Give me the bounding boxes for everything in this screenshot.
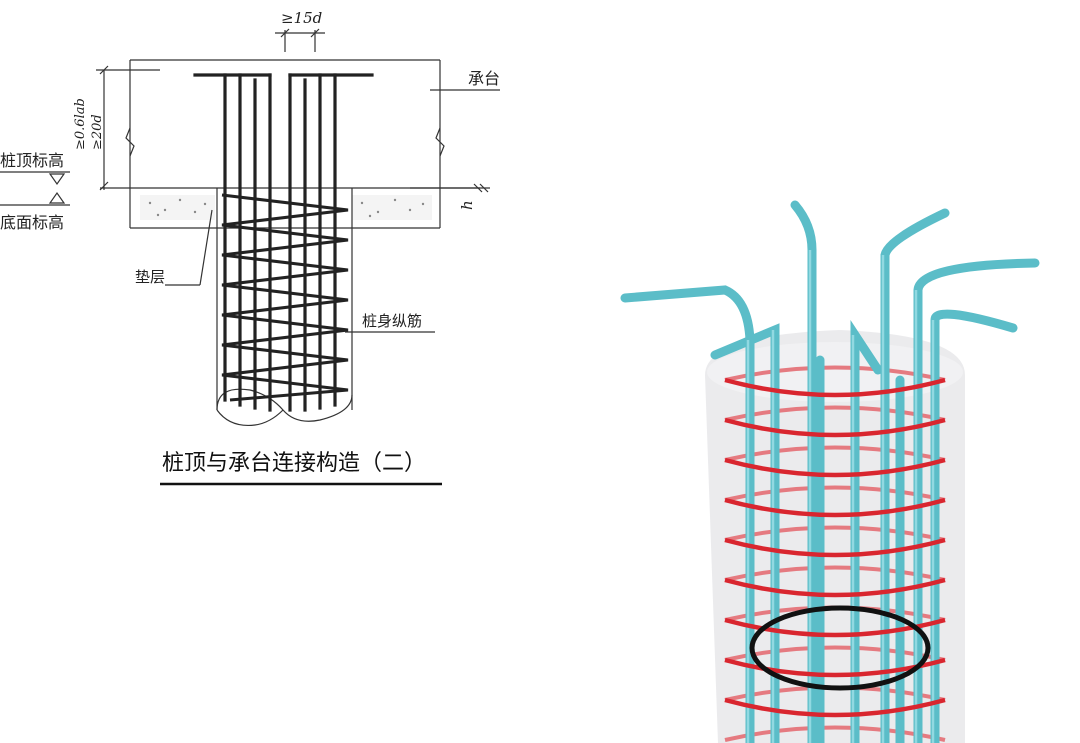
cushion-hatch — [140, 195, 432, 220]
figure-caption: 桩顶与承台连接构造（二） — [160, 451, 442, 486]
dim-anchor: ≥0.6lab ≥20d — [73, 65, 160, 191]
label-cushion: 垫层 — [135, 268, 165, 286]
cushion-label-group: 垫层 — [135, 209, 213, 286]
caption-text: 桩顶与承台连接构造（二） — [162, 451, 426, 476]
dim-anchor-label-2: ≥20d — [90, 114, 105, 150]
spiral-stirrup — [221, 193, 349, 402]
dim-anchor-label-1: ≥0.6lab — [73, 98, 88, 150]
longitudinal-label-group: 桩身纵筋 — [345, 312, 435, 333]
dim-h: h — [410, 183, 490, 210]
reinforcing-ring — [749, 605, 931, 691]
dim-top: ≥15d — [275, 9, 325, 52]
pile-body — [216, 188, 353, 427]
technical-drawing: ≥15d ≥0.6lab ≥ — [0, 9, 500, 486]
label-h: h — [458, 200, 476, 210]
longitudinal-bars — [193, 73, 374, 412]
elevation-markers: 桩顶标高 底面标高 — [0, 151, 70, 232]
cap-label-group: 承台 — [430, 69, 500, 91]
label-pile-top: 桩顶标高 — [0, 151, 64, 170]
dim-top-label: ≥15d — [281, 9, 322, 27]
rebar-verticals — [620, 200, 1040, 743]
label-longitudinal: 桩身纵筋 — [362, 312, 422, 330]
rebar-3d-model — [620, 200, 1040, 743]
label-bottom: 底面标高 — [0, 213, 64, 232]
label-cap: 承台 — [468, 69, 500, 88]
